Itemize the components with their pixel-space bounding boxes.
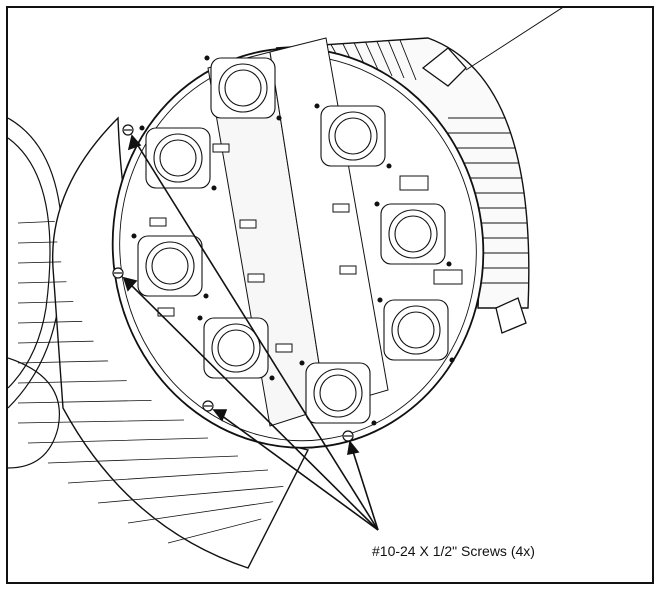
screws <box>112 124 354 442</box>
screw-icon <box>342 430 354 442</box>
screw-icon <box>122 124 134 136</box>
led-module <box>131 233 209 299</box>
led-module <box>139 125 217 191</box>
diagram-frame: #10-24 X 1/2" Screws (4x) <box>6 6 654 584</box>
screw-icon <box>202 400 214 412</box>
led-modules <box>131 55 455 426</box>
led-module <box>374 201 452 267</box>
led-module <box>377 297 455 363</box>
leader-lines <box>122 134 379 531</box>
screw-callout-label: #10-24 X 1/2" Screws (4x) <box>372 543 535 559</box>
led-module <box>314 103 392 169</box>
led-module <box>204 55 282 121</box>
screw-icon <box>112 267 124 279</box>
led-module <box>197 315 275 381</box>
led-module <box>299 360 377 426</box>
fixture-drawing <box>8 8 563 569</box>
